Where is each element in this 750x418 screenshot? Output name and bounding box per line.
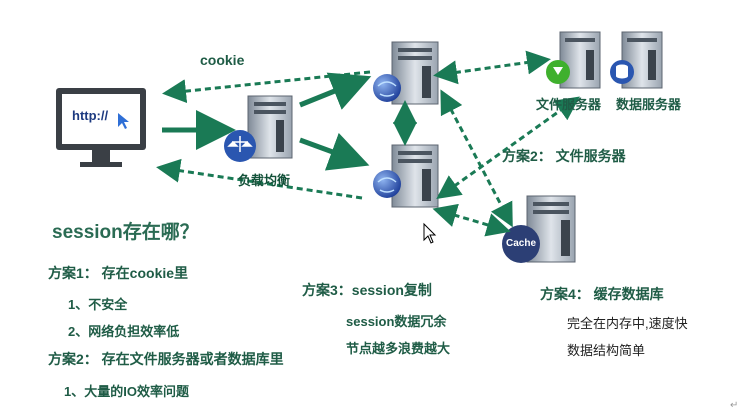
file-server-icon <box>546 31 601 89</box>
scheme1-item: 1、不安全 <box>68 297 128 312</box>
scheme1-title: 方案1： 存在cookie里 <box>48 265 189 281</box>
top-to-fileserver-arrow <box>433 50 551 85</box>
database-server-icon <box>610 31 663 89</box>
web-server-bottom-icon <box>373 144 439 208</box>
balancer-to-bottom-arrow <box>299 132 370 171</box>
load-balancer-server-icon <box>224 95 293 162</box>
scheme2-title: 方案2： 存在文件服务器或者数据库里 <box>48 351 284 367</box>
load-balancer-label: 负载均衡 <box>238 173 291 188</box>
cookie-label: cookie <box>200 52 245 68</box>
corner-mark: ↵ <box>730 400 739 411</box>
scheme1-item: 2、网络负担效率低 <box>68 324 180 339</box>
client-monitor-icon <box>56 88 146 167</box>
scheme3-item: session数据冗余 <box>346 314 447 329</box>
top-to-cache-arrow <box>440 89 513 228</box>
scheme3-title: 方案3：session复制 <box>302 282 432 298</box>
scheme2-top-label: 方案2： 文件服务器 <box>502 148 626 164</box>
scheme4-item: 完全在内存中,速度快 <box>567 316 688 331</box>
cache-server-icon <box>502 195 576 263</box>
connection-arrows <box>156 50 580 237</box>
bottom-to-client-arrow <box>156 158 363 200</box>
file-server-label: 文件服务器 <box>536 97 602 112</box>
scheme4-title: 方案4： 缓存数据库 <box>540 286 664 302</box>
mouse-cursor-icon <box>423 222 437 244</box>
bottom-to-cache-arrow <box>432 203 511 237</box>
scheme3-item: 节点越多浪费越大 <box>346 341 451 356</box>
url-text: http:// <box>72 108 109 123</box>
web-server-top-icon <box>373 41 439 105</box>
db-server-label: 数据服务器 <box>616 97 682 112</box>
scheme2-item: 1、大量的IO效率问题 <box>64 384 189 399</box>
balancer-to-top-arrow <box>299 72 372 110</box>
scheme4-item: 数据结构简单 <box>567 343 646 358</box>
session-question: session存在哪？ <box>52 222 199 243</box>
bottom-to-fileserver-arrow <box>436 96 580 199</box>
cache-label: Cache <box>506 238 537 249</box>
